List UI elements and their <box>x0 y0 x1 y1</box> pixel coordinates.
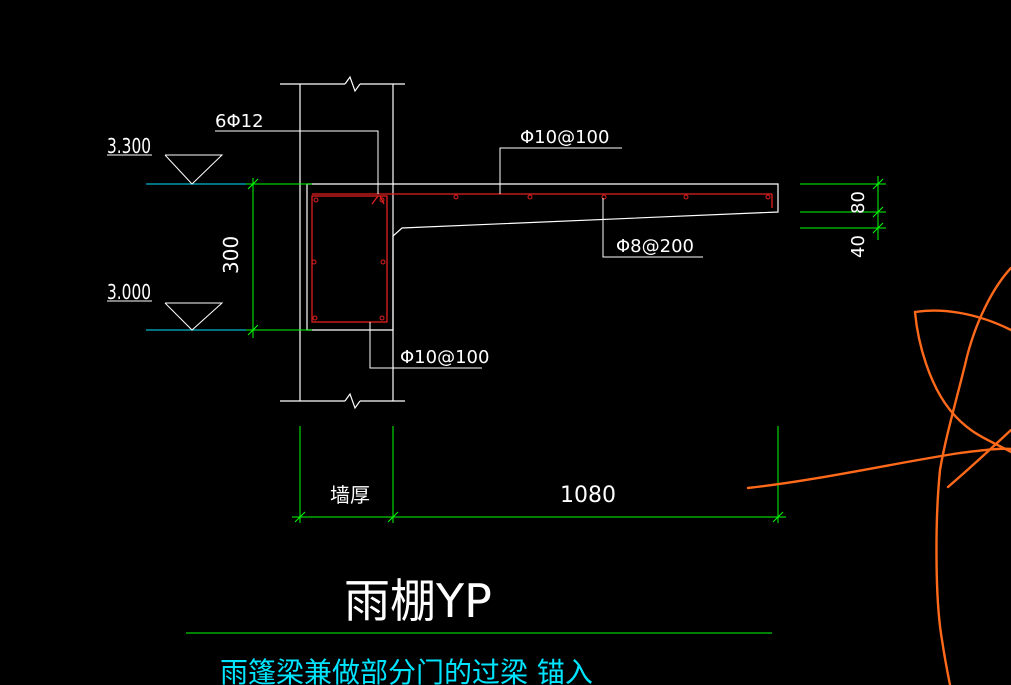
elevation-bottom-label: 3.000 <box>107 280 151 304</box>
wall-thickness-label: 墙厚 <box>330 483 370 507</box>
concrete-section-outline <box>306 183 779 331</box>
slab-extra-thickness-dimension: 40 <box>848 235 869 258</box>
beam-height-dimension: 300 <box>219 236 243 274</box>
drawing-title: 雨棚YP <box>344 574 492 628</box>
drawing-note: 雨篷梁兼做部分门的过梁 锚入 <box>220 656 593 685</box>
slab-top-bar-label: Φ10@100 <box>520 127 609 148</box>
stirrup-label: Φ10@100 <box>400 347 489 368</box>
distribution-bar-label: Φ8@200 <box>616 236 694 257</box>
cantilever-length-dimension: 1080 <box>560 483 616 508</box>
slab-thickness-dimension: 80 <box>848 191 869 214</box>
main-bar-label: 6Φ12 <box>215 111 264 132</box>
dimension-lines <box>246 176 886 523</box>
elevation-top-label: 3.300 <box>107 134 151 158</box>
leader-lines <box>215 130 703 369</box>
wall-outline <box>280 75 405 410</box>
freehand-sketch <box>746 266 1011 685</box>
rebar-layout <box>311 193 773 323</box>
rebar-dots <box>311 194 771 321</box>
